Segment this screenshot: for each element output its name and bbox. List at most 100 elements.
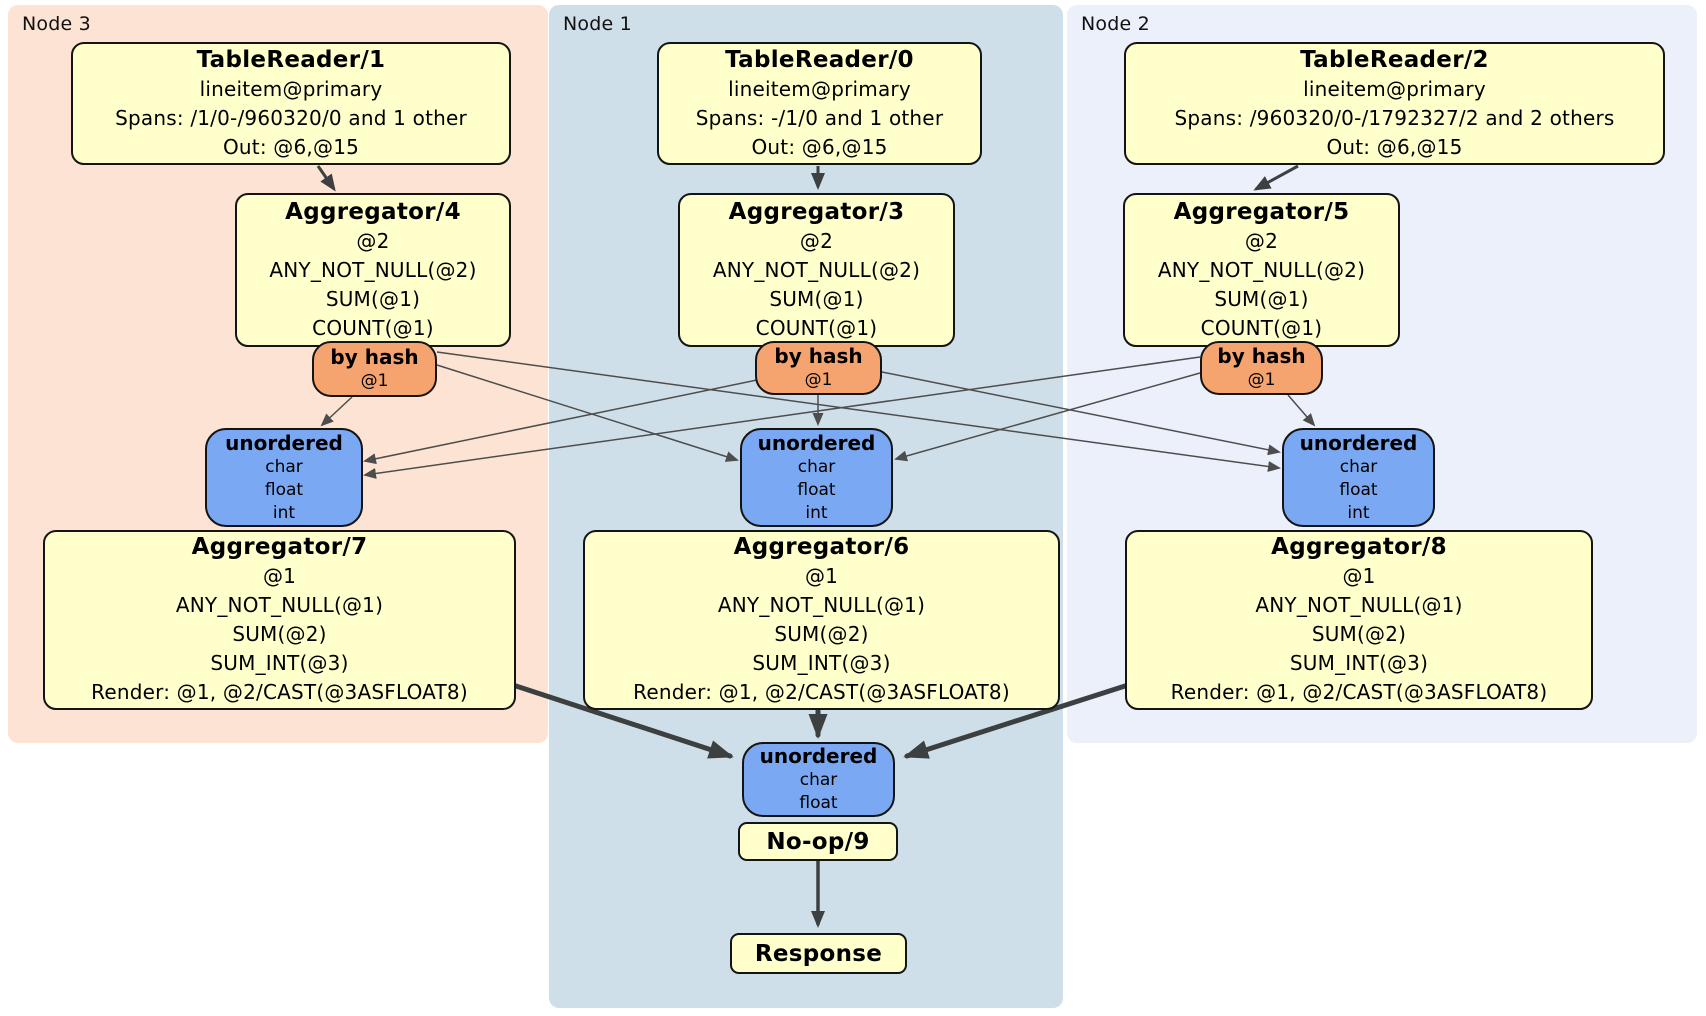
box-title: Aggregator/5 bbox=[1173, 198, 1350, 225]
box-line: @1 bbox=[1342, 564, 1376, 588]
box-line: ANY_NOT_NULL(@2) bbox=[269, 257, 477, 282]
box-line: ANY_NOT_NULL(@1) bbox=[175, 593, 384, 617]
box-line: Render: @1, @2/CAST(@3ASFLOAT8) bbox=[1170, 680, 1548, 704]
box-line: char bbox=[1339, 456, 1378, 477]
box-line: SUM(@2) bbox=[1311, 622, 1407, 646]
box-line: SUM_INT(@3) bbox=[210, 651, 349, 675]
box-title: Aggregator/3 bbox=[728, 198, 905, 225]
router-by-hash-node3: by hash @1 bbox=[312, 341, 437, 397]
box-line: ANY_NOT_NULL(@1) bbox=[717, 593, 926, 617]
box-title: Aggregator/6 bbox=[733, 534, 910, 560]
box-line: float bbox=[799, 793, 838, 813]
box-title: unordered bbox=[1299, 430, 1418, 455]
edge-hash1-un2 bbox=[881, 371, 1281, 456]
sync-unordered-final: unordered char float bbox=[742, 742, 895, 817]
box-line: int bbox=[272, 502, 296, 523]
edge-hash3-un1 bbox=[436, 364, 739, 462]
box-line: COUNT(@1) bbox=[755, 315, 878, 340]
box-title: No-op/9 bbox=[766, 828, 870, 855]
box-title: Aggregator/7 bbox=[191, 534, 368, 560]
node-response: Response bbox=[730, 933, 907, 974]
box-title: Response bbox=[754, 940, 883, 967]
box-line: @2 bbox=[799, 228, 834, 253]
box-line: @2 bbox=[356, 228, 390, 253]
box-line: @1 bbox=[262, 564, 297, 588]
box-title: TableReader/2 bbox=[1300, 46, 1489, 73]
box-line: int bbox=[805, 502, 828, 523]
box-line: SUM(@1) bbox=[1214, 286, 1309, 311]
box-line: SUM(@2) bbox=[774, 622, 869, 646]
box-line: @2 bbox=[1244, 228, 1279, 253]
box-lines: char float bbox=[799, 769, 837, 815]
box-title: unordered bbox=[757, 430, 876, 455]
box-line: Render: @1, @2/CAST(@3ASFLOAT8) bbox=[633, 680, 1010, 704]
edge-hash2-un1 bbox=[894, 372, 1201, 462]
edge-agg7-unfinal bbox=[513, 683, 734, 759]
box-line: lineitem@primary bbox=[1303, 76, 1486, 101]
box-line: ANY_NOT_NULL(@2) bbox=[712, 257, 921, 282]
box-line: @1 bbox=[804, 564, 839, 588]
box-line: lineitem@primary bbox=[199, 76, 383, 101]
box-line: float bbox=[1339, 479, 1378, 500]
box-title: unordered bbox=[759, 744, 878, 768]
box-line: SUM_INT(@3) bbox=[1289, 651, 1429, 675]
box-line: SUM_INT(@3) bbox=[752, 651, 891, 675]
edge-agg8-unfinal bbox=[903, 683, 1128, 759]
box-line: SUM(@2) bbox=[232, 622, 327, 646]
box-line: char bbox=[797, 456, 836, 477]
box-line: float bbox=[797, 479, 836, 500]
box-line: int bbox=[1347, 502, 1370, 523]
box-line: @1 bbox=[360, 371, 389, 391]
box-lines: @1 bbox=[1248, 369, 1276, 392]
edge-tr1-agg4 bbox=[316, 165, 336, 192]
panel-node3-label: Node 3 bbox=[22, 13, 91, 35]
box-line: char bbox=[799, 770, 838, 790]
box-line: Out: @6,@15 bbox=[222, 134, 360, 159]
box-title: unordered bbox=[225, 430, 343, 455]
box-title: by hash bbox=[330, 345, 419, 369]
box-title: TableReader/0 bbox=[725, 46, 914, 73]
edge-hash3-un2 bbox=[436, 351, 1281, 472]
box-line: COUNT(@1) bbox=[312, 315, 434, 340]
box-line: Spans: -/1/0 and 1 other bbox=[695, 105, 944, 130]
box-line: @1 bbox=[804, 370, 833, 390]
box-line: lineitem@primary bbox=[728, 76, 911, 101]
box-title: by hash bbox=[774, 344, 863, 368]
box-line: Render: @1, @2/CAST(@3ASFLOAT8) bbox=[91, 680, 468, 704]
box-line: COUNT(@1) bbox=[1200, 315, 1323, 340]
panel-node2-label: Node 2 bbox=[1081, 13, 1150, 35]
box-line: Out: @6,@15 bbox=[1326, 134, 1463, 159]
box-line: char bbox=[265, 456, 303, 477]
box-lines: @1 bbox=[361, 370, 389, 393]
box-line: Spans: /1/0-/960320/0 and 1 other bbox=[115, 105, 467, 130]
box-line: SUM(@1) bbox=[769, 286, 864, 311]
edge-hash2-un3 bbox=[363, 356, 1201, 479]
box-line: Spans: /960320/0-/1792327/2 and 2 others bbox=[1174, 105, 1615, 130]
box-line: ANY_NOT_NULL(@2) bbox=[1157, 257, 1366, 282]
node-noop-9: No-op/9 bbox=[738, 822, 898, 861]
box-line: float bbox=[264, 479, 304, 500]
box-line: Out: @6,@15 bbox=[751, 134, 888, 159]
box-line: SUM(@1) bbox=[325, 286, 421, 311]
edge-hash1-un3 bbox=[363, 379, 758, 465]
router-by-hash-node1: by hash @1 bbox=[755, 341, 882, 395]
router-by-hash-node2: by hash @1 bbox=[1200, 341, 1323, 395]
